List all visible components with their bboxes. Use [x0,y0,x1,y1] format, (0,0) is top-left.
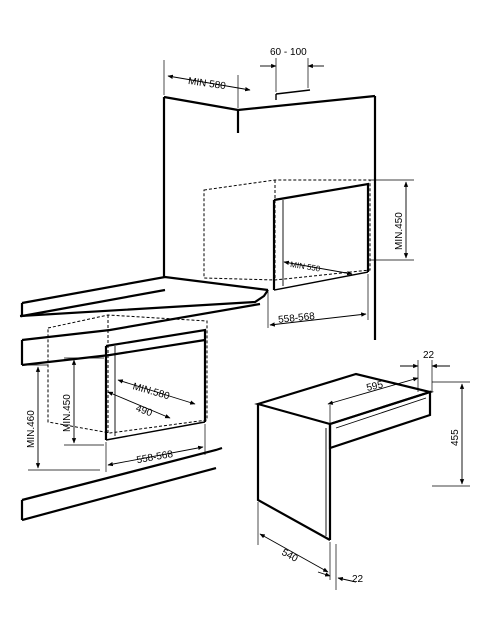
label-upper-niche-width: 558-568 [278,311,316,326]
label-lower-width: 558-568 [136,449,174,466]
dim-upper-min-depth: MIN 580 [163,60,251,108]
dim-lower-min-height-inner: MIN.450 [62,357,104,446]
dim-oven-panel: 22 [400,350,450,392]
label-oven-height: 455 [450,429,461,446]
dim-upper-niche-height: MIN.450 [370,179,414,261]
label-lower-min-height-inner: MIN.450 [62,394,73,432]
dim-upper-gap: 60 - 100 [260,47,324,92]
label-oven-panel-thickness: 22 [423,350,435,361]
label-oven-width: 595 [365,379,384,394]
label-upper-min-depth: MIN 580 [187,76,226,92]
plinth [20,446,223,522]
label-upper-niche-depth: MIN 550 [290,260,322,274]
label-oven-depth: 540 [280,547,300,565]
dim-upper-niche-width: 558-568 [267,274,369,328]
upper-niche [203,179,371,291]
dim-oven-width: 595 [327,377,419,424]
dim-lower-min-height-outer: MIN.460 [26,364,100,471]
dim-oven-front: 22 [317,544,364,590]
label-lower-min-depth: MIN.580 [131,381,171,402]
lower-niche [47,314,208,441]
label-lower-min-height-outer: MIN.460 [26,410,37,448]
dim-lower-depths: MIN.580 490 [107,379,196,419]
label-lower-depth: 490 [134,403,154,419]
dim-oven-height: 455 [432,381,470,487]
worktop [19,275,269,367]
dim-oven-depth: 540 [257,502,331,580]
label-upper-gap: 60 - 100 [270,47,307,58]
tall-cabinet [162,89,377,340]
label-oven-front-thickness: 22 [352,574,364,585]
oven [254,372,435,541]
label-upper-niche-height: MIN.450 [394,212,405,250]
dim-upper-niche-depth: MIN 550 [283,260,353,276]
